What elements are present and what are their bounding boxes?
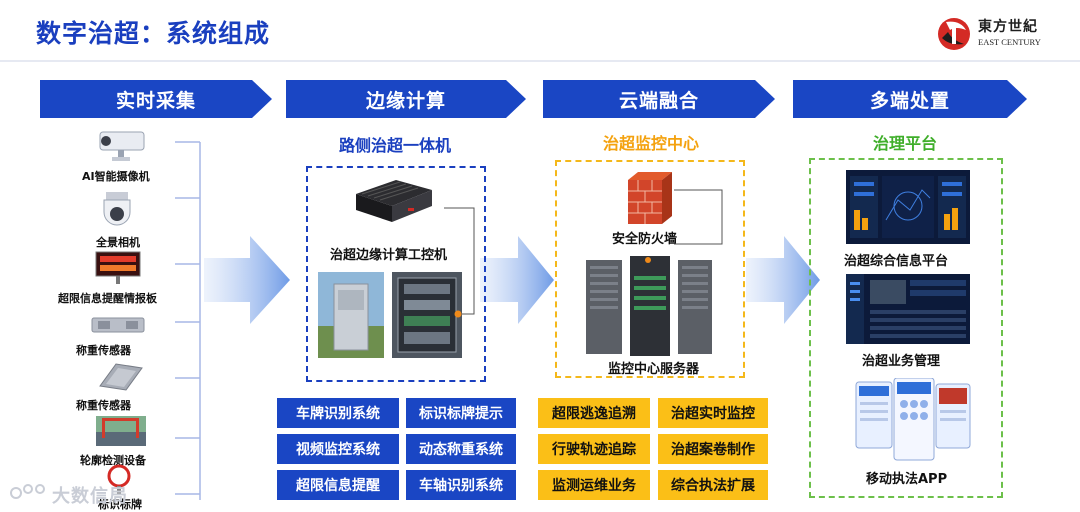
edge-column-title: 路侧治超一体机 bbox=[338, 136, 451, 155]
business-management-screen-icon bbox=[846, 274, 970, 344]
stage-realtime-collection: 实时采集 bbox=[40, 80, 272, 118]
device-label-panoramic-camera: 全景相机 bbox=[96, 236, 140, 249]
stage-cloud-fusion: 云端融合 bbox=[543, 80, 775, 118]
device-label-ai-camera: AI智能摄像机 bbox=[82, 170, 150, 183]
cabinet-interior-photo-icon bbox=[392, 272, 462, 358]
flow-arrow-2-icon bbox=[480, 236, 554, 324]
cloud-connector-line bbox=[674, 189, 723, 245]
cloud-function-escape-trace: 超限逃逸追溯 bbox=[538, 398, 650, 428]
platform-box bbox=[809, 158, 1003, 498]
stage-edge-computing: 边缘计算 bbox=[286, 80, 526, 118]
roadside-cabinet-photo-icon bbox=[318, 272, 384, 358]
cloud-function-law-enforcement: 综合执法扩展 bbox=[658, 470, 768, 500]
cloud-function-realtime-monitor: 治超实时监控 bbox=[658, 398, 768, 428]
panoramic-camera-icon bbox=[103, 192, 131, 226]
edge-function-overlimit-alert: 超限信息提醒 bbox=[277, 470, 399, 500]
cloud-column-title: 治超监控中心 bbox=[602, 134, 699, 153]
platform-mobile-app-label: 移动执法APP bbox=[866, 472, 948, 487]
info-platform-screen-icon bbox=[846, 170, 970, 244]
east-century-logo-icon bbox=[938, 18, 970, 50]
flow-arrow-3-icon bbox=[746, 236, 820, 324]
edge-function-axle-recognition: 车轴识别系统 bbox=[406, 470, 516, 500]
cloud-function-case-file: 治超案卷制作 bbox=[658, 434, 768, 464]
mobile-app-screens-icon bbox=[855, 378, 971, 461]
company-logo: 東方世紀 EAST CENTURY bbox=[936, 14, 1056, 54]
platform-business-label: 治超业务管理 bbox=[862, 354, 941, 369]
device-label-contour-detection: 轮廓检测设备 bbox=[80, 454, 146, 467]
title-divider bbox=[0, 60, 1080, 62]
page-title: 数字治超：系统组成 bbox=[36, 19, 271, 48]
device-label-weight-sensor-1: 称重传感器 bbox=[76, 344, 131, 357]
cloud-function-ops-monitoring: 监测运维业务 bbox=[538, 470, 650, 500]
watermark-text: 大数信局 bbox=[52, 486, 128, 507]
edge-function-dynamic-weighing: 动态称重系统 bbox=[406, 434, 516, 464]
device-label-weight-sensor-2: 称重传感器 bbox=[76, 399, 131, 412]
device-label-info-board: 超限信息提醒情报板 bbox=[58, 292, 157, 305]
ai-camera-icon bbox=[99, 131, 145, 161]
edge-device-box bbox=[306, 166, 486, 382]
device-label-sign: 标识标牌 bbox=[98, 498, 142, 511]
platform-info-label: 治超综合信息平台 bbox=[844, 254, 949, 269]
info-board-icon bbox=[95, 251, 141, 284]
cloud-function-track-trace: 行驶轨迹追踪 bbox=[538, 434, 650, 464]
traffic-sign-icon bbox=[107, 464, 131, 494]
stage-multi-terminal: 多端处置 bbox=[793, 80, 1027, 118]
firewall-icon bbox=[628, 172, 672, 224]
server-label: 监控中心服务器 bbox=[608, 362, 700, 377]
contour-detection-icon bbox=[96, 416, 146, 446]
logo-chinese-name: 東方世紀 bbox=[978, 19, 1038, 35]
watermark-logo-icon bbox=[10, 484, 45, 499]
edge-function-video-monitor: 视频监控系统 bbox=[277, 434, 399, 464]
weight-plate-icon bbox=[99, 363, 143, 391]
edge-function-plate-recognition: 车牌识别系统 bbox=[277, 398, 399, 428]
edge-function-sign-prompt: 标识标牌提示 bbox=[406, 398, 516, 428]
cloud-center-box bbox=[555, 160, 745, 378]
edge-computer-icon bbox=[356, 180, 432, 222]
edge-device-label: 治超边缘计算工控机 bbox=[330, 248, 448, 263]
firewall-label: 安全防火墙 bbox=[612, 232, 678, 247]
platform-column-title: 治理平台 bbox=[872, 134, 937, 153]
weight-sensor-icon bbox=[91, 317, 145, 333]
server-rack-icon bbox=[586, 256, 712, 356]
flow-arrow-1-icon bbox=[204, 236, 290, 324]
edge-connector-line bbox=[444, 207, 475, 318]
logo-english-name: EAST CENTURY bbox=[978, 37, 1041, 47]
